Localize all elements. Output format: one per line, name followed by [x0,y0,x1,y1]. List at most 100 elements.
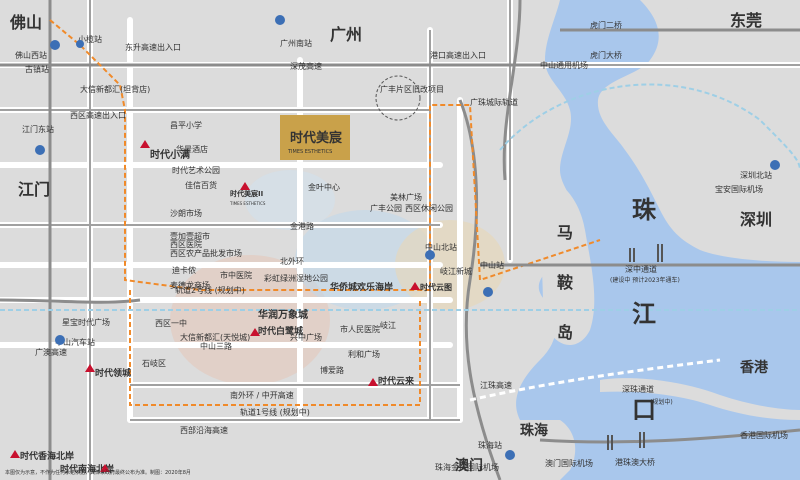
road-zhongshan3: 中山三路 [200,341,232,351]
poi-shidai-lingcheng: 时代领城 [95,367,131,379]
nansha-island [532,179,595,345]
marker-bailu [250,328,260,336]
project-card[interactable]: 时代美宸 TIMES ESTHETICS [280,115,350,160]
poi-shapang: 沙朗市场 [170,208,202,218]
poi-xingbao: 星宝时代广场 [62,317,110,327]
road-guangao: 广澳高速 [35,347,67,357]
poi-changping: 昌平小学 [170,120,202,130]
marker-xianghai [10,450,20,458]
poi-shidai-meichen2-en: TIMES ESTHETICS [229,201,266,206]
east-bank-land [663,0,800,240]
region-jiang: 江 [632,300,656,328]
marker-bus [55,335,65,345]
shenzhu-channel [469,358,721,402]
station-gangkou: 港口高速出入口 [430,50,486,60]
road-jiangzhu: 江珠高速 [480,380,512,390]
road-qijiang: 岐江 [380,320,396,330]
poi-feng-super: 壹加壹超市 [170,231,210,241]
bridge-hzm: 港珠澳大桥 [615,457,655,467]
station-xiaolan: 小榄站 [78,34,102,44]
region-zhuhai: 珠海 [520,422,548,439]
road-labels: 深茂高速 金港路 北外环 中山三路 博爱路 南外环 / 中开高速 西部沿海高速 … [35,61,518,435]
marker-xiaolan [76,40,84,48]
river-branch-north [580,0,602,55]
region-ma: 马 [557,223,573,242]
expressways [0,0,560,480]
qijiang-zone [395,220,505,310]
station-zhongshan-north: 中山北站 [425,242,457,252]
poi-daxin-tanbei: 大信新都汇(坦背店) [80,84,150,94]
shiqi-zone [170,255,330,385]
marker-meichen2 [240,182,250,190]
marker-zhongshan-north [425,250,435,260]
region-kou: 口 [632,396,656,424]
project-name: 时代美宸 [290,130,343,146]
bridge-towers [607,244,663,450]
bridge-shenzhu: 深珠通道 [622,384,654,394]
poi-xiqu-hospital: 西区医院 [170,239,202,249]
poi-xingzhong: 兴中广场 [290,332,322,342]
marker-guangzhou-south [275,15,285,25]
poi-jiaxin: 佳信百货 [185,180,217,190]
station-foshan-west: 佛山西站 [15,50,47,60]
marker-xiaoman [140,140,150,148]
guangshen-rail [499,83,800,171]
region-macau: 澳门 [455,457,483,474]
poi-shidai-yunlai: 时代云来 [378,375,415,387]
bridge-humen: 虎门大桥 [590,50,622,60]
region-shenzhen: 深圳 [740,210,772,229]
bridge-humen2: 虎门二桥 [590,20,622,30]
region-jiangmen: 江门 [18,180,50,199]
station-qijiang: 岐江新城 [440,266,472,276]
poi-xiqu-no1: 西区一中 [155,318,187,328]
huaqiao-zone [295,210,435,310]
road-xibu-yanhai: 西部沿海高速 [180,425,228,435]
poi-shidai-art-park: 时代艺术公园 [172,165,220,175]
poi-guangfeng-project: 广丰片区旧改项目 [380,84,444,94]
region-hong-kong: 香港 [739,359,769,376]
station-bus: 中山汽车站 [55,337,95,347]
bridge-shenzhu-note: (规划中) [650,398,673,406]
poi-huajing: 华景酒店 [176,144,208,154]
marker-zhongshan [483,287,493,297]
region-foshan: 佛山 [9,13,42,32]
poi-shidai-xiaoman: 时代小满 [150,148,190,161]
station-guangzhou-south: 广州南站 [280,38,312,48]
road-metro2: 轨道2号线 (规划中) [175,285,245,295]
poi-metro: 麦德龙商场 [170,280,210,290]
airport-zhuhai: 珠海金湾国际机场 [435,462,499,472]
road-nanwaihuan: 南外环 / 中开高速 [230,390,294,400]
marker-jiangmen-east [35,145,45,155]
bridge-shenzhong-note: (建设中 预计2023年通车) [610,276,680,284]
bridge-shenzhong: 深中通道 [625,264,657,274]
poi-xiqu-market: 西区农产品批发市场 [170,248,242,258]
station-dongsheng: 东升高速出入口 [125,42,181,52]
poi-guangfeng-park: 广丰公园 [370,203,402,213]
road-jingang: 金港路 [290,221,314,231]
marker-lingcheng [85,364,95,372]
poi-huaqiao: 华侨城欢乐海岸 [330,281,393,293]
marker-zhuhai [505,450,515,460]
station-labels: 佛山西站 小榄站 古镇站 东升高速出入口 广州南站 港口高速出入口 江门东站 中… [15,34,788,472]
road-bogai: 博爱路 [320,365,344,375]
poi-xiqu-gaosu: 西区高速出入口 [70,110,126,120]
station-zhongshan: 中山站 [480,260,504,270]
road-metro1: 轨道1号线 (规划中) [240,407,310,417]
airport-zhongshan: 中山通用机场 [540,60,588,70]
marker-nanhai [100,464,110,472]
station-jiangmen-east: 江门东站 [22,124,54,134]
poi-shidai-meichen2: 时代美宸II [230,189,263,198]
macau-land [480,420,576,480]
airport-baoan: 宝安国际机场 [715,184,763,194]
pearl-river-water [516,0,800,480]
metro-line-2-planned [49,19,601,291]
region-an: 鞍 [557,273,573,292]
project-name-en: TIMES ESTHETICS [287,149,332,155]
station-zhuhai: 珠海站 [478,440,502,450]
guangfeng-zone [245,170,335,230]
poi-labels: 大信新都汇(坦背店) 西区高速出入口 昌平小学 华景酒店 时代小满 时代艺术公园… [20,84,453,475]
guangfeng-project-circle [375,75,421,121]
marker-foshan-west [50,40,60,50]
